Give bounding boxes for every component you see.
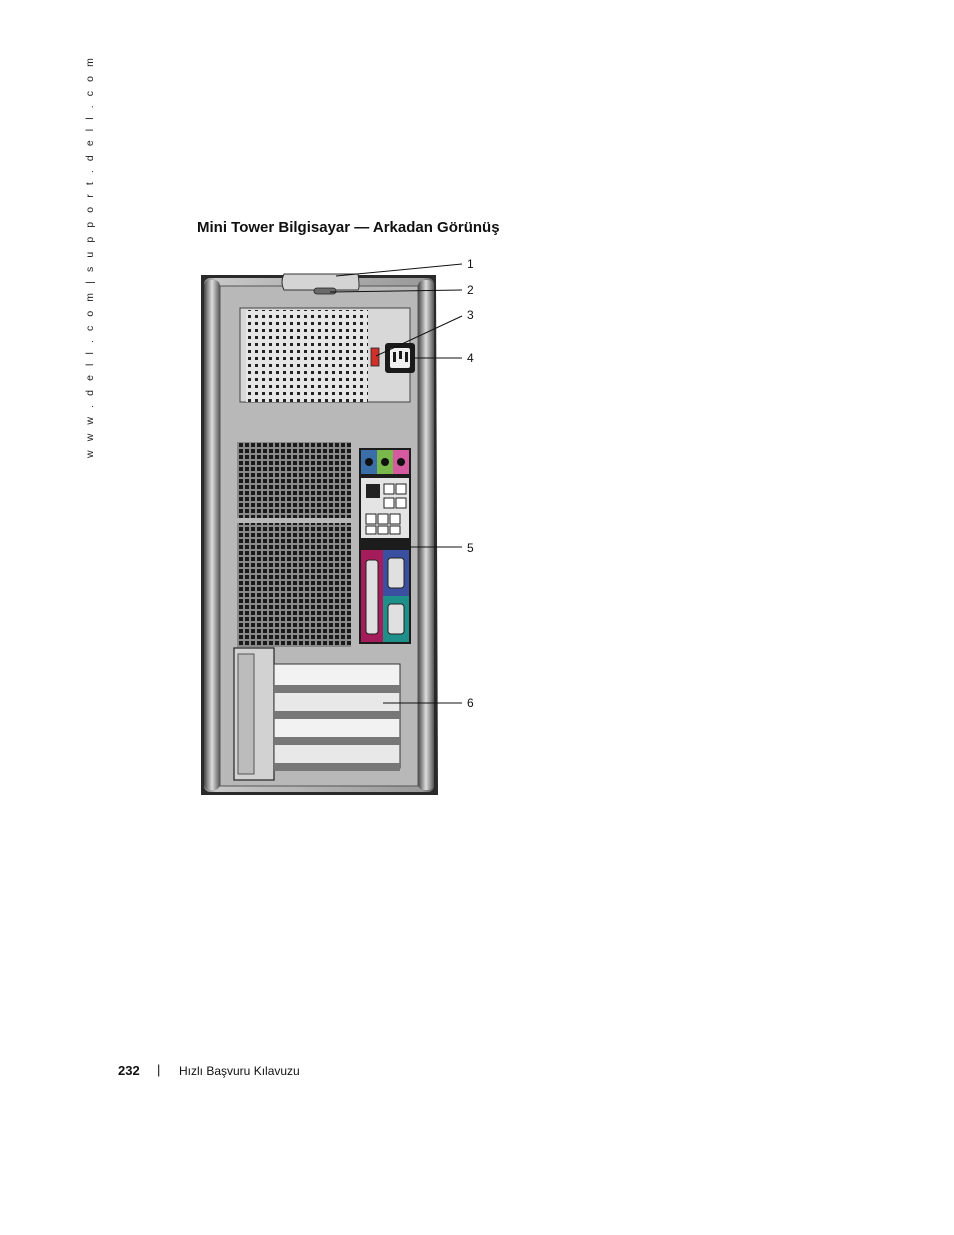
- callout-3: 3: [467, 308, 474, 322]
- callout-2: 2: [467, 283, 474, 297]
- callout-6: 6: [467, 696, 474, 710]
- figure-title: Mini Tower Bilgisayar — Arkadan Görünüş: [197, 219, 500, 236]
- page-number: 232: [118, 1063, 140, 1078]
- computer-rear-view-illustration: [201, 263, 463, 795]
- callout-1: 1: [467, 257, 474, 271]
- callout-4: 4: [467, 351, 474, 365]
- side-url: w w w . d e l l . c o m | s u p p o r t …: [84, 55, 96, 458]
- footer-text: Hızlı Başvuru Kılavuzu: [179, 1064, 300, 1078]
- footer-separator: |: [157, 1062, 161, 1077]
- callout-5: 5: [467, 541, 474, 555]
